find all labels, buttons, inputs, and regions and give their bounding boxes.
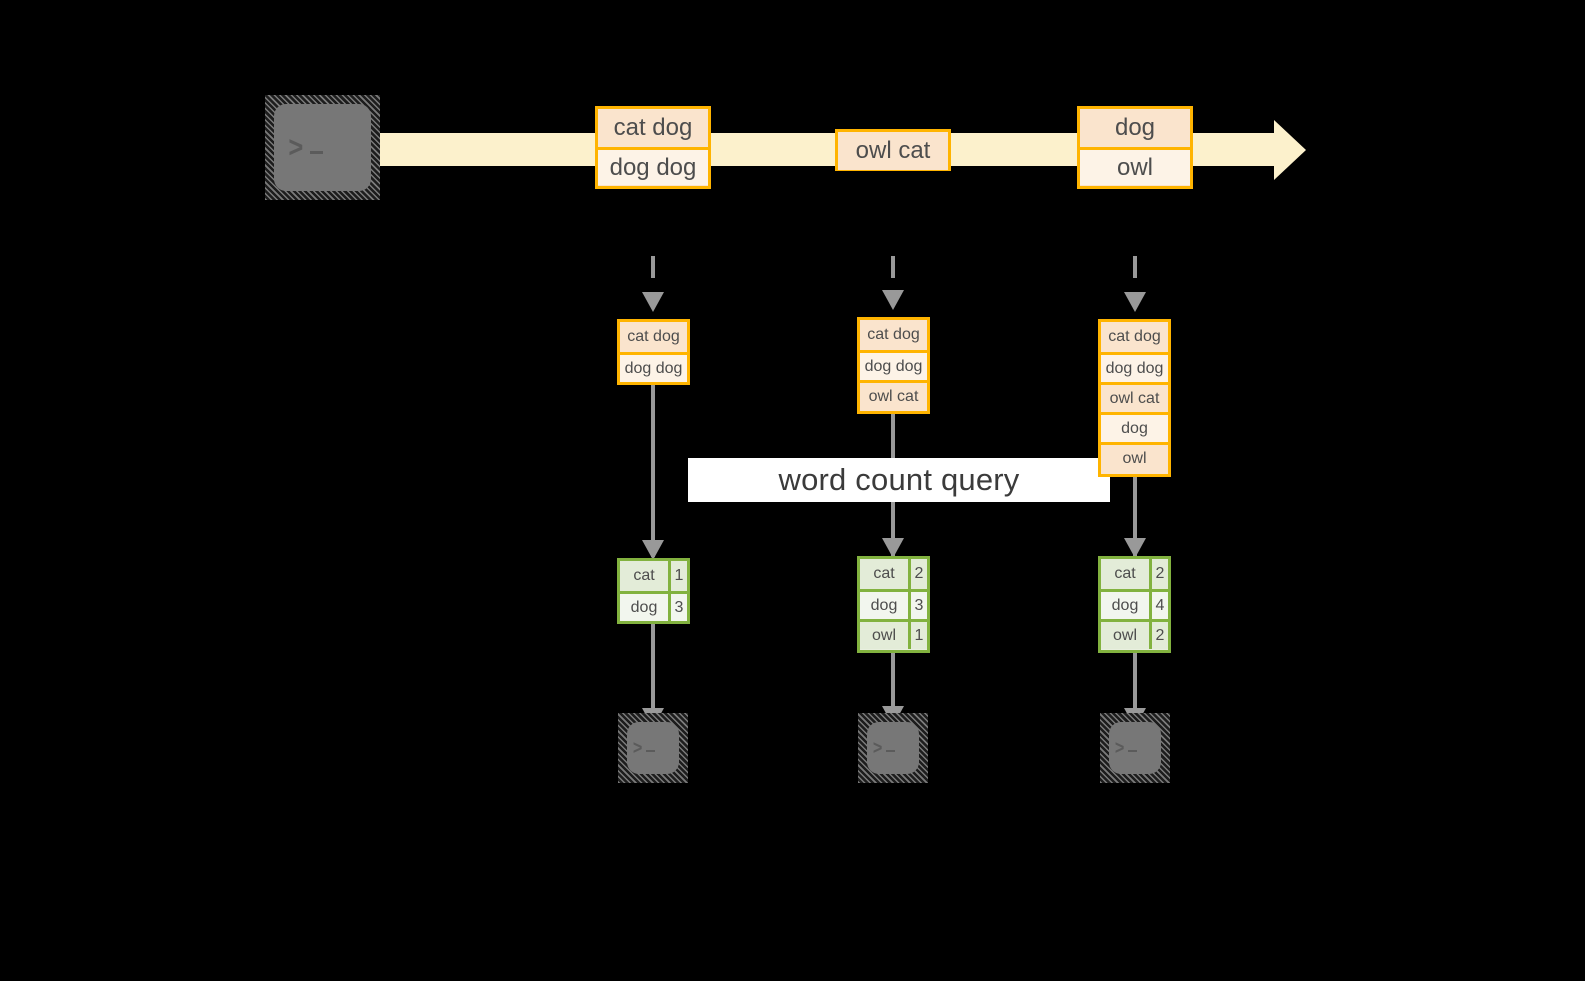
snapshot-to-counts-arrowhead-3 bbox=[1124, 538, 1146, 558]
snapshot-record-line: cat dog bbox=[1101, 322, 1168, 352]
table-row: cat 2 bbox=[1101, 559, 1168, 589]
snapshot-record-line: cat dog bbox=[860, 320, 927, 350]
terminal-cursor-icon bbox=[886, 750, 896, 752]
stream-to-snapshot-arrowhead-3 bbox=[1124, 292, 1146, 312]
query-banner-label: word count query bbox=[778, 462, 1020, 497]
stream-arrowhead-icon bbox=[1274, 120, 1306, 180]
terminal-cursor-icon bbox=[309, 151, 323, 154]
word-cell: cat bbox=[1101, 559, 1149, 589]
stream-to-snapshot-arrowhead-1 bbox=[642, 292, 664, 312]
terminal-body bbox=[867, 722, 919, 774]
snapshot-record-line: dog dog bbox=[620, 352, 687, 382]
source-terminal-icon: > bbox=[265, 95, 380, 200]
stream-record-line: dog dog bbox=[598, 147, 708, 185]
terminal-chevron-icon: > bbox=[872, 737, 883, 759]
terminal-chevron-icon: > bbox=[632, 737, 643, 759]
terminal-chevron-icon: > bbox=[288, 130, 304, 164]
count-cell: 1 bbox=[668, 561, 687, 591]
snapshot-record-line: dog dog bbox=[1101, 352, 1168, 382]
snapshot-record-line: owl bbox=[1101, 442, 1168, 472]
terminal-prompt-glyph: > bbox=[1100, 713, 1170, 783]
snapshot-record-line: owl cat bbox=[860, 380, 927, 410]
count-cell: 4 bbox=[1149, 592, 1168, 619]
stream-to-snapshot-dash-2 bbox=[891, 256, 895, 278]
word-cell: dog bbox=[1101, 592, 1149, 619]
stream-record-line: cat dog bbox=[598, 109, 708, 147]
table-row: cat 2 bbox=[860, 559, 927, 589]
counts-to-sink-line-1 bbox=[651, 621, 655, 714]
terminal-prompt-glyph: > bbox=[858, 713, 928, 783]
terminal-prompt-glyph: > bbox=[265, 95, 380, 200]
word-cell: cat bbox=[860, 559, 908, 589]
terminal-prompt-glyph: > bbox=[618, 713, 688, 783]
snapshot-to-counts-arrowhead-1 bbox=[642, 540, 664, 560]
counts-to-sink-line-3 bbox=[1133, 650, 1137, 714]
word-count-table-3: cat 2 dog 4 owl 2 bbox=[1098, 556, 1171, 653]
snapshot-3-records: cat dog dog dog owl cat dog owl bbox=[1098, 319, 1171, 477]
word-cell: owl bbox=[1101, 622, 1149, 649]
terminal-cursor-icon bbox=[1128, 750, 1138, 752]
snapshot-to-counts-line-1 bbox=[651, 382, 655, 557]
sink-terminal-icon-1: > bbox=[618, 713, 688, 783]
count-cell: 3 bbox=[908, 592, 927, 619]
word-cell: dog bbox=[860, 592, 908, 619]
snapshot-record-line: owl cat bbox=[1101, 382, 1168, 412]
count-cell: 2 bbox=[908, 559, 927, 589]
table-row: dog 3 bbox=[860, 589, 927, 619]
stream-to-snapshot-dash-3 bbox=[1133, 256, 1137, 278]
snapshot-record-line: cat dog bbox=[620, 322, 687, 352]
sink-terminal-icon-3: > bbox=[1100, 713, 1170, 783]
snapshot-1-records: cat dog dog dog bbox=[617, 319, 690, 385]
stream-record-1: cat dog dog dog bbox=[595, 106, 711, 189]
word-count-table-1: cat 1 dog 3 bbox=[617, 558, 690, 624]
stream-record-2: owl cat bbox=[835, 129, 951, 171]
terminal-body bbox=[274, 104, 371, 191]
word-cell: dog bbox=[620, 594, 668, 621]
stream-record-line: dog bbox=[1080, 109, 1190, 147]
counts-to-sink-line-2 bbox=[891, 650, 895, 714]
terminal-body bbox=[1109, 722, 1161, 774]
table-row: owl 1 bbox=[860, 619, 927, 649]
count-cell: 3 bbox=[668, 594, 687, 621]
sink-terminal-icon-2: > bbox=[858, 713, 928, 783]
query-banner: word count query bbox=[688, 458, 1110, 502]
snapshot-to-counts-line-3 bbox=[1133, 472, 1137, 558]
stream-record-3: dog owl bbox=[1077, 106, 1193, 189]
stream-record-line: owl cat bbox=[838, 132, 948, 170]
count-cell: 2 bbox=[1149, 622, 1168, 649]
table-row: dog 4 bbox=[1101, 589, 1168, 619]
terminal-cursor-icon bbox=[646, 750, 656, 752]
snapshot-to-counts-arrowhead-2 bbox=[882, 538, 904, 558]
table-row: dog 3 bbox=[620, 591, 687, 621]
stream-to-snapshot-arrowhead-2 bbox=[882, 290, 904, 310]
word-cell: cat bbox=[620, 561, 668, 591]
snapshot-record-line: dog bbox=[1101, 412, 1168, 442]
table-row: cat 1 bbox=[620, 561, 687, 591]
table-row: owl 2 bbox=[1101, 619, 1168, 649]
stream-record-line: owl bbox=[1080, 147, 1190, 185]
count-cell: 1 bbox=[908, 622, 927, 649]
stream-to-snapshot-dash-1 bbox=[651, 256, 655, 278]
word-count-table-2: cat 2 dog 3 owl 1 bbox=[857, 556, 930, 653]
count-cell: 2 bbox=[1149, 559, 1168, 589]
snapshot-record-line: dog dog bbox=[860, 350, 927, 380]
terminal-chevron-icon: > bbox=[1114, 737, 1125, 759]
word-cell: owl bbox=[860, 622, 908, 649]
terminal-body bbox=[627, 722, 679, 774]
snapshot-2-records: cat dog dog dog owl cat bbox=[857, 317, 930, 414]
